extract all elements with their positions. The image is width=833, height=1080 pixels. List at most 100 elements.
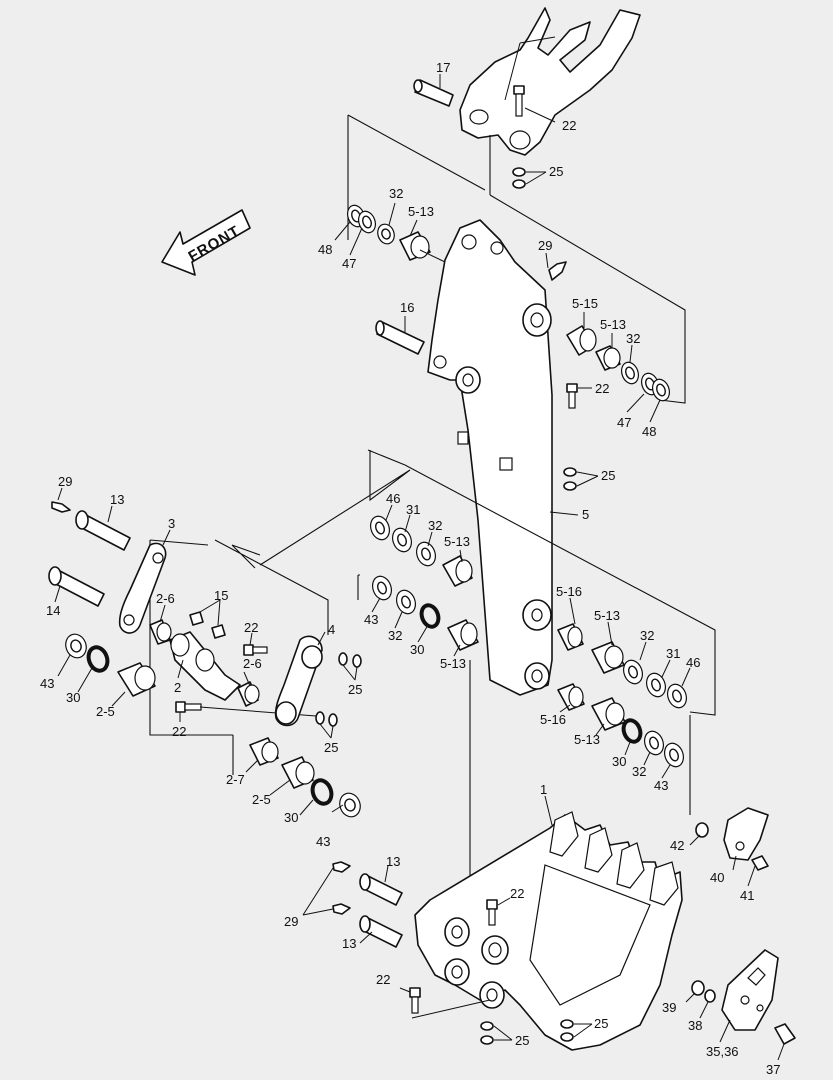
- label-25-arm: 25: [601, 468, 615, 483]
- bucket-1: [414, 795, 683, 1051]
- label-13-left: 13: [110, 492, 124, 507]
- label-17: 17: [436, 60, 450, 75]
- bushings-lower-left: [245, 737, 361, 818]
- label-32-center: 32: [428, 518, 442, 533]
- bolt-22-top: [513, 85, 556, 123]
- frame-left: [149, 539, 329, 775]
- nuts-25-arm: [563, 467, 599, 491]
- bolt-22-bucket-lower: [399, 987, 491, 1019]
- label-2-6-upper: 2-6: [156, 591, 175, 606]
- label-47-upper-right: 47: [617, 415, 631, 430]
- label-29-top: 29: [538, 238, 552, 253]
- label-30-right: 30: [612, 754, 626, 769]
- label-39: 39: [662, 1000, 676, 1015]
- label-22-top: 22: [562, 118, 576, 133]
- label-32-center-lower: 32: [388, 628, 402, 643]
- bushings-left: [57, 633, 156, 707]
- nuts-25-top: [512, 167, 547, 189]
- side-cutter-40: [689, 807, 769, 887]
- label-22-bucket-lower: 22: [376, 972, 390, 987]
- label-30-lower-left: 30: [284, 810, 298, 825]
- label-4: 4: [328, 622, 335, 637]
- label-5-16-lower: 5-16: [540, 712, 566, 727]
- pin-16: [375, 316, 425, 355]
- label-2-5-left: 2-5: [96, 704, 115, 719]
- label-25-link-upper: 25: [348, 682, 362, 697]
- label-32-right-middle: 32: [640, 628, 654, 643]
- frame-top: [347, 114, 686, 404]
- label-5-13-right-lower: 5-13: [574, 732, 600, 747]
- label-22-bucket: 22: [510, 886, 524, 901]
- bolt-22-link: [243, 632, 268, 656]
- link-4: [274, 631, 326, 727]
- label-13-bucket-lower: 13: [342, 936, 356, 951]
- boom-end: [459, 7, 641, 156]
- pin-13-bucket-upper: [359, 865, 403, 906]
- frame-center-lower: [357, 574, 691, 900]
- label-47-upper-left: 47: [342, 256, 356, 271]
- label-2: 2: [174, 680, 181, 695]
- front-arrow: FRONT: [161, 209, 251, 276]
- label-41: 41: [740, 888, 754, 903]
- label-38: 38: [688, 1018, 702, 1033]
- label-35-36: 35,36: [706, 1044, 739, 1059]
- label-32-upper-left: 32: [389, 186, 403, 201]
- label-1: 1: [540, 782, 547, 797]
- label-46-center: 46: [386, 491, 400, 506]
- label-25-top: 25: [549, 164, 563, 179]
- label-30-center: 30: [410, 642, 424, 657]
- label-48-upper-right: 48: [642, 424, 656, 439]
- label-3: 3: [168, 516, 175, 531]
- frame-center: [259, 449, 716, 716]
- label-46-right: 46: [686, 655, 700, 670]
- label-15: 15: [214, 588, 228, 603]
- label-40: 40: [710, 870, 724, 885]
- label-13-bucket-upper: 13: [386, 854, 400, 869]
- label-22-link-lower: 22: [172, 724, 186, 739]
- label-25-bucket-right: 25: [594, 1016, 608, 1031]
- label-32-right-lower: 32: [632, 764, 646, 779]
- washers-center-upper: [369, 504, 473, 587]
- pin-13-bucket-lower: [359, 915, 403, 948]
- grease-nipples-29-bucket: [302, 861, 351, 916]
- label-31-center: 31: [406, 502, 420, 517]
- label-5-13-center: 5-13: [444, 534, 470, 549]
- washers-center-lower: [371, 575, 479, 657]
- bolt-22-link-lower: [175, 701, 317, 722]
- label-5-13-right-middle: 5-13: [594, 608, 620, 623]
- bolt-22-bucket: [486, 897, 511, 926]
- label-14: 14: [46, 603, 60, 618]
- label-43-left: 43: [40, 676, 54, 691]
- washers-upper-left: [334, 202, 446, 263]
- bushings-right-lower: [557, 683, 685, 779]
- bolts-15: [189, 599, 226, 639]
- label-5-13-upper-right: 5-13: [600, 317, 626, 332]
- label-25-link-lower: 25: [324, 740, 338, 755]
- label-42: 42: [670, 838, 684, 853]
- tooth-adapter-35-36: [685, 949, 796, 1061]
- label-25-bucket-left: 25: [515, 1033, 529, 1048]
- pin-17: [413, 74, 454, 107]
- bolt-22-arm: [566, 383, 592, 409]
- label-5-13-upper-left: 5-13: [408, 204, 434, 219]
- label-22-link: 22: [244, 620, 258, 635]
- bushings-right-middle: [557, 597, 691, 709]
- part-labels: 17 22 25 32 5-13 48 47 29 16 5-15 5-13 3…: [40, 60, 780, 1077]
- grease-nipple-29-top: [545, 252, 567, 281]
- nuts-25-link-upper: [338, 652, 362, 681]
- label-30-left: 30: [66, 690, 80, 705]
- link-2: [149, 604, 260, 707]
- label-48-upper-left: 48: [318, 242, 332, 257]
- label-43-center: 43: [364, 612, 378, 627]
- label-5-15: 5-15: [572, 296, 598, 311]
- label-29-left: 29: [58, 474, 72, 489]
- pin-13-left: [75, 505, 131, 551]
- label-22-arm: 22: [595, 381, 609, 396]
- arm-5: [427, 219, 579, 696]
- label-37: 37: [766, 1062, 780, 1077]
- bushings-upper-right: [566, 312, 671, 423]
- label-16: 16: [400, 300, 414, 315]
- label-5: 5: [582, 507, 589, 522]
- label-32-upper-right: 32: [626, 331, 640, 346]
